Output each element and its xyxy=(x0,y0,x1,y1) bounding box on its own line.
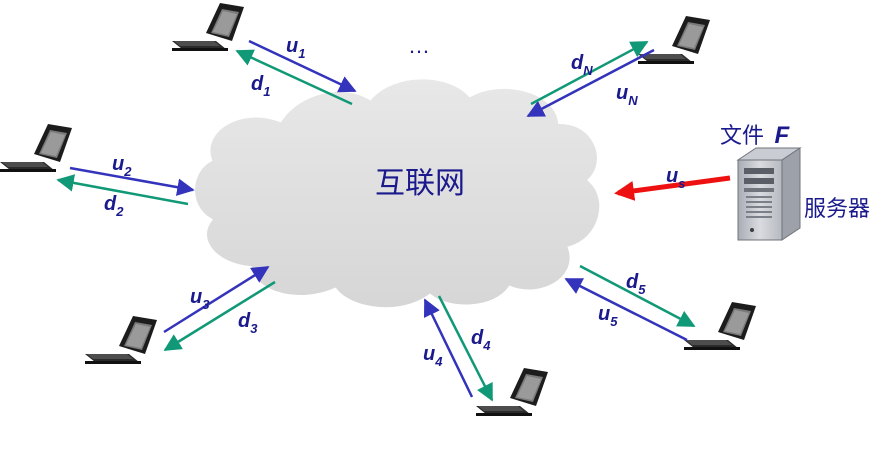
peer-5-download-label: d5 xyxy=(626,271,646,297)
peer-1-download-arrow xyxy=(235,49,353,106)
peer-1-upload-label: u1 xyxy=(286,35,305,61)
peer-2-upload-label: u2 xyxy=(112,153,132,179)
peer-N-download-arrow xyxy=(530,40,649,106)
peer-N-download-label: dN xyxy=(571,52,593,78)
peer-4-upload-arrow xyxy=(423,298,474,398)
peer-5-upload-label: u5 xyxy=(598,303,618,329)
peer-3-download-label: d3 xyxy=(238,310,258,336)
peer-4-upload-label: u4 xyxy=(423,343,443,369)
peer-2-download-arrow xyxy=(56,174,189,206)
peer-2-laptop-icon xyxy=(0,124,72,172)
peer-3-laptop-icon xyxy=(85,316,157,364)
peer-5-download-arrow xyxy=(579,264,696,328)
peer-4-download-arrow xyxy=(437,295,494,402)
more-peers-ellipsis: … xyxy=(408,33,430,58)
server-upload-label: us xyxy=(666,165,685,191)
internet-label: 互联网 xyxy=(375,166,465,201)
peer-5-laptop-icon xyxy=(684,302,756,350)
server-upload-arrow xyxy=(614,175,731,201)
server-file-label: 文件 F xyxy=(720,122,790,149)
internet-cloud-icon: 互联网 xyxy=(191,75,604,312)
peer-3-download-arrow xyxy=(163,280,276,352)
server-label: 服务器 xyxy=(804,197,870,222)
peer-3-upload-label: u3 xyxy=(190,286,210,312)
peer-1-download-label: d1 xyxy=(251,73,270,99)
peer-N-upload-label: uN xyxy=(616,82,638,108)
peer-5-upload-arrow xyxy=(564,277,688,342)
peer-2-upload-arrow xyxy=(69,166,195,196)
server-tower-icon xyxy=(736,147,802,241)
peer-1-laptop-icon xyxy=(172,3,244,51)
peer-3-upload-arrow xyxy=(163,265,270,334)
peer-1-upload-arrow xyxy=(248,39,357,93)
peer-N-upload-arrow xyxy=(526,48,655,118)
peer-2-download-label: d2 xyxy=(104,193,124,219)
peer-N-laptop-icon xyxy=(638,16,710,64)
peer-4-download-label: d4 xyxy=(471,327,491,353)
